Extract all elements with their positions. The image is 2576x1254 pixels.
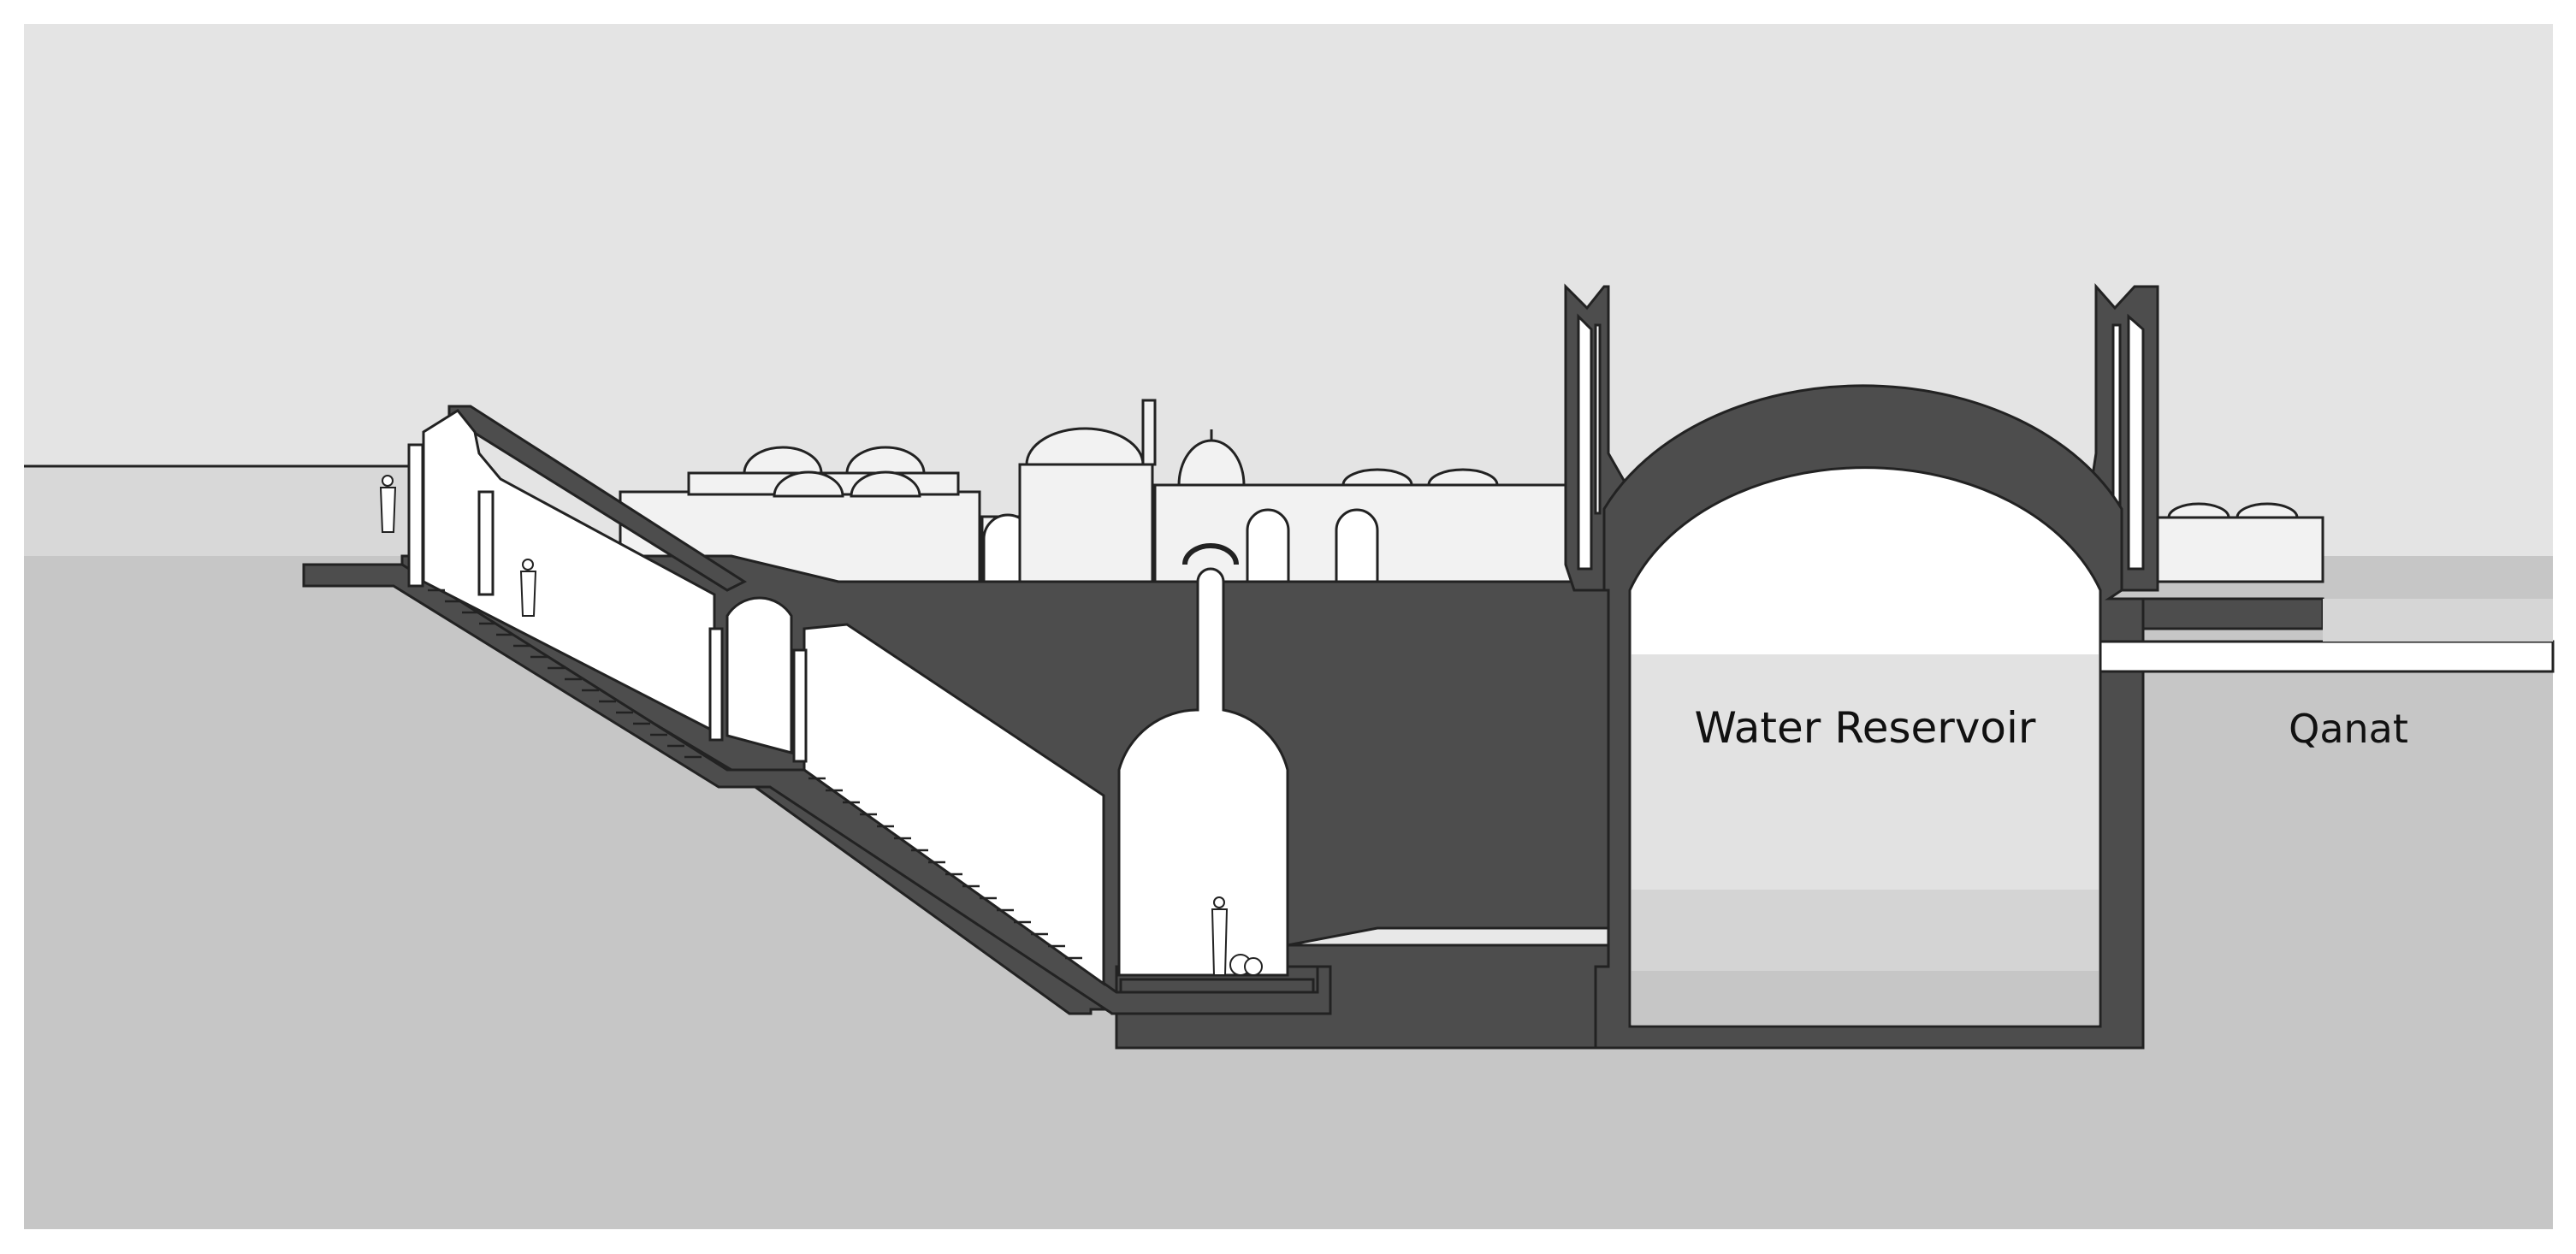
town-buildings: [619, 399, 2324, 583]
tap-chamber: [1117, 567, 1289, 977]
water-layer-top: [1631, 654, 2099, 890]
reservoir-label: Water Reservoir: [1695, 703, 2036, 753]
figures: [379, 475, 1263, 976]
entrance-pavilion: [407, 443, 808, 763]
left-surface-band: [24, 466, 417, 556]
person-figure: [1211, 896, 1263, 976]
qanat-channel: [2099, 640, 2555, 673]
qanat-label: Qanat: [2289, 706, 2408, 752]
person-figure: [519, 559, 537, 617]
staircase-outer-wall: [302, 563, 1332, 1015]
qanat-ground-cap: [2141, 597, 2324, 630]
stair-treads: [428, 589, 1082, 960]
water-layer-deep: [1631, 971, 2099, 1025]
water-layer-mid: [1631, 890, 2099, 971]
staircase-corridor: [422, 409, 1105, 986]
person-figure: [379, 475, 397, 533]
